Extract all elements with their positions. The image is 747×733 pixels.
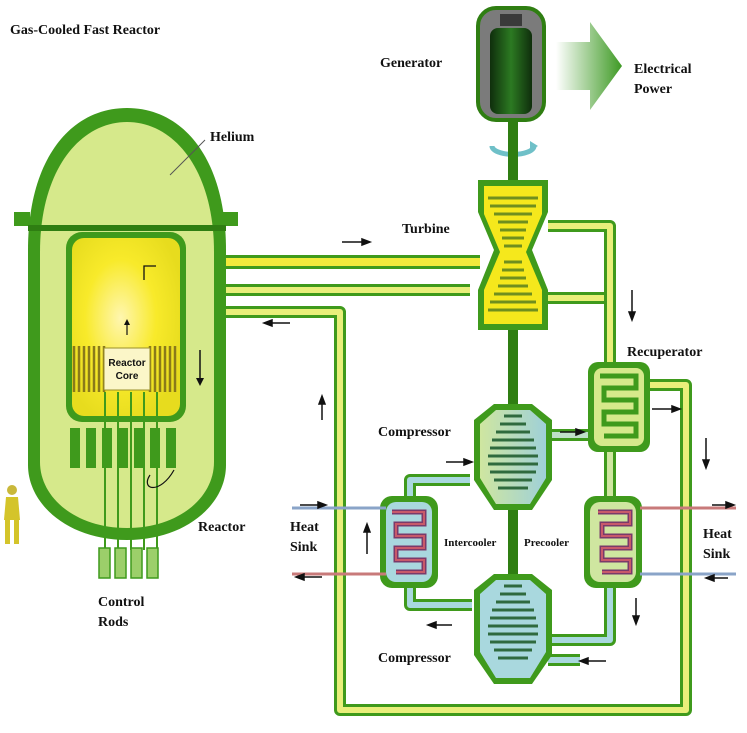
heat-sink-left-label-2: Sink (290, 540, 317, 555)
compressor-lower-label: Compressor (378, 651, 451, 666)
turbine (478, 180, 548, 330)
precooler (584, 496, 642, 588)
heat-sink-left-label-1: Heat (290, 520, 319, 535)
control-rod-ends (98, 547, 159, 579)
precooler-label: Precooler (524, 537, 569, 549)
heat-sink-right-label-1: Heat (703, 527, 732, 542)
turbine-label: Turbine (402, 222, 450, 237)
reactor-core-label-1: Reactor (108, 358, 145, 369)
recuperator (588, 362, 650, 452)
reactor-label: Reactor (198, 520, 245, 535)
main-shaft (508, 120, 518, 680)
helium-label: Helium (210, 130, 255, 145)
helium-pointer (169, 139, 206, 176)
core-label-box (103, 347, 151, 391)
electrical-power-label-2: Power (634, 82, 672, 97)
heat-sink-right-label-2: Sink (703, 547, 730, 562)
compressor-upper (474, 404, 552, 510)
control-rod-assembly (70, 392, 176, 550)
diagram-title: Gas-Cooled Fast Reactor (10, 23, 160, 38)
compressor-lower (474, 574, 552, 684)
reactor-vessel (14, 108, 238, 579)
flow-arrows (261, 237, 737, 666)
electrical-power-label-1: Electrical (634, 62, 692, 77)
generator-label: Generator (380, 56, 442, 71)
reactor-core-label-2: Core (116, 371, 139, 382)
precooler-to-compressor-pipe (548, 585, 616, 646)
piping (180, 220, 692, 716)
electrical-power-arrow (556, 22, 622, 110)
intercooler (380, 496, 438, 588)
intercooler-label: Intercooler (444, 537, 496, 549)
heat-sink-lines (292, 506, 736, 576)
recuperator-label: Recuperator (627, 345, 702, 360)
worker-figure (4, 485, 20, 544)
compressor-upper-label: Compressor (378, 425, 451, 440)
control-rods-label-1: Control (98, 595, 145, 610)
control-rods-label-2: Rods (98, 615, 129, 630)
